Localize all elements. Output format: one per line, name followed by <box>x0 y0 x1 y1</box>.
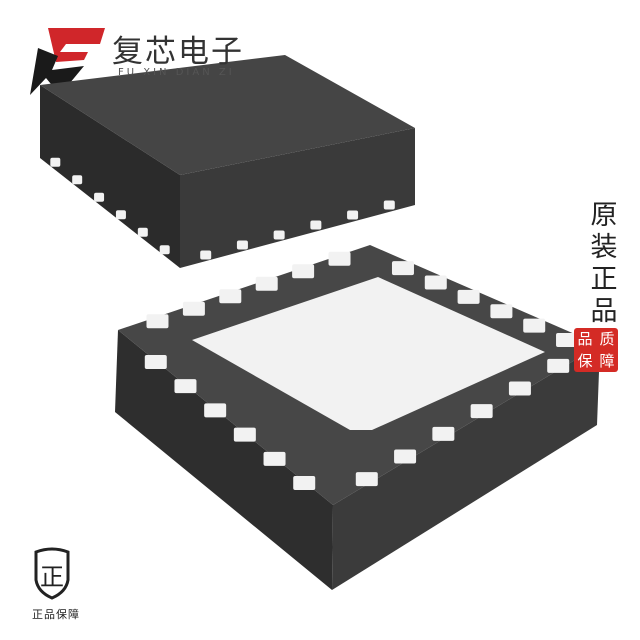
chip-pin <box>72 175 83 185</box>
chip-pin <box>94 192 105 202</box>
chip-pin <box>391 261 414 276</box>
chip-pin <box>547 358 570 373</box>
genuine-label: 原装正品 <box>590 200 618 327</box>
chip-pin <box>146 314 169 329</box>
chip-pin <box>144 354 167 369</box>
brand-name-en: FU XIN DIAN ZI <box>118 67 235 78</box>
chip-pin <box>556 332 579 347</box>
stamp-char: 品 <box>577 330 593 348</box>
chip-pin <box>508 381 531 396</box>
chip-pin <box>292 264 315 279</box>
stamp-char: 质 <box>599 330 615 348</box>
chip-pin <box>347 210 359 220</box>
chip-pin <box>293 476 316 491</box>
brand-logo-icon <box>30 28 105 95</box>
quality-stamp: 品 质 保 障 <box>574 328 618 372</box>
chip-pin <box>236 240 248 250</box>
chip-pin <box>328 251 351 266</box>
guarantee-caption: 正品保障 <box>32 608 80 621</box>
stamp-char: 保 <box>577 352 593 370</box>
chip-pin <box>182 301 205 316</box>
chip-pin <box>355 472 378 487</box>
chip-pin <box>204 403 227 418</box>
chip-pin <box>50 157 61 167</box>
chip-pin <box>233 427 256 442</box>
chip-pin <box>263 451 286 466</box>
chip-pin <box>470 404 493 419</box>
chip-pin <box>115 210 126 220</box>
chip-pin <box>137 227 148 237</box>
chip-pin <box>394 449 417 464</box>
chip-pin <box>457 289 480 304</box>
brand-name-cn: 复芯电子 <box>112 34 244 70</box>
chip-pin <box>523 318 546 333</box>
chip-pin <box>159 245 170 255</box>
chip-pin <box>219 289 242 304</box>
chip-pin <box>200 250 212 260</box>
chip-bottom <box>115 245 600 590</box>
chip-pin <box>273 230 285 240</box>
thermal-pad <box>192 277 545 430</box>
stamp-char: 障 <box>599 352 615 370</box>
chip-pin <box>255 276 278 291</box>
chip-pin <box>174 379 197 394</box>
chip-pin <box>310 220 322 230</box>
chip-pin <box>490 304 513 319</box>
chip-pin <box>424 275 447 290</box>
chip-pin <box>383 200 395 210</box>
chip-top <box>40 55 415 268</box>
chip-pin <box>432 426 455 441</box>
